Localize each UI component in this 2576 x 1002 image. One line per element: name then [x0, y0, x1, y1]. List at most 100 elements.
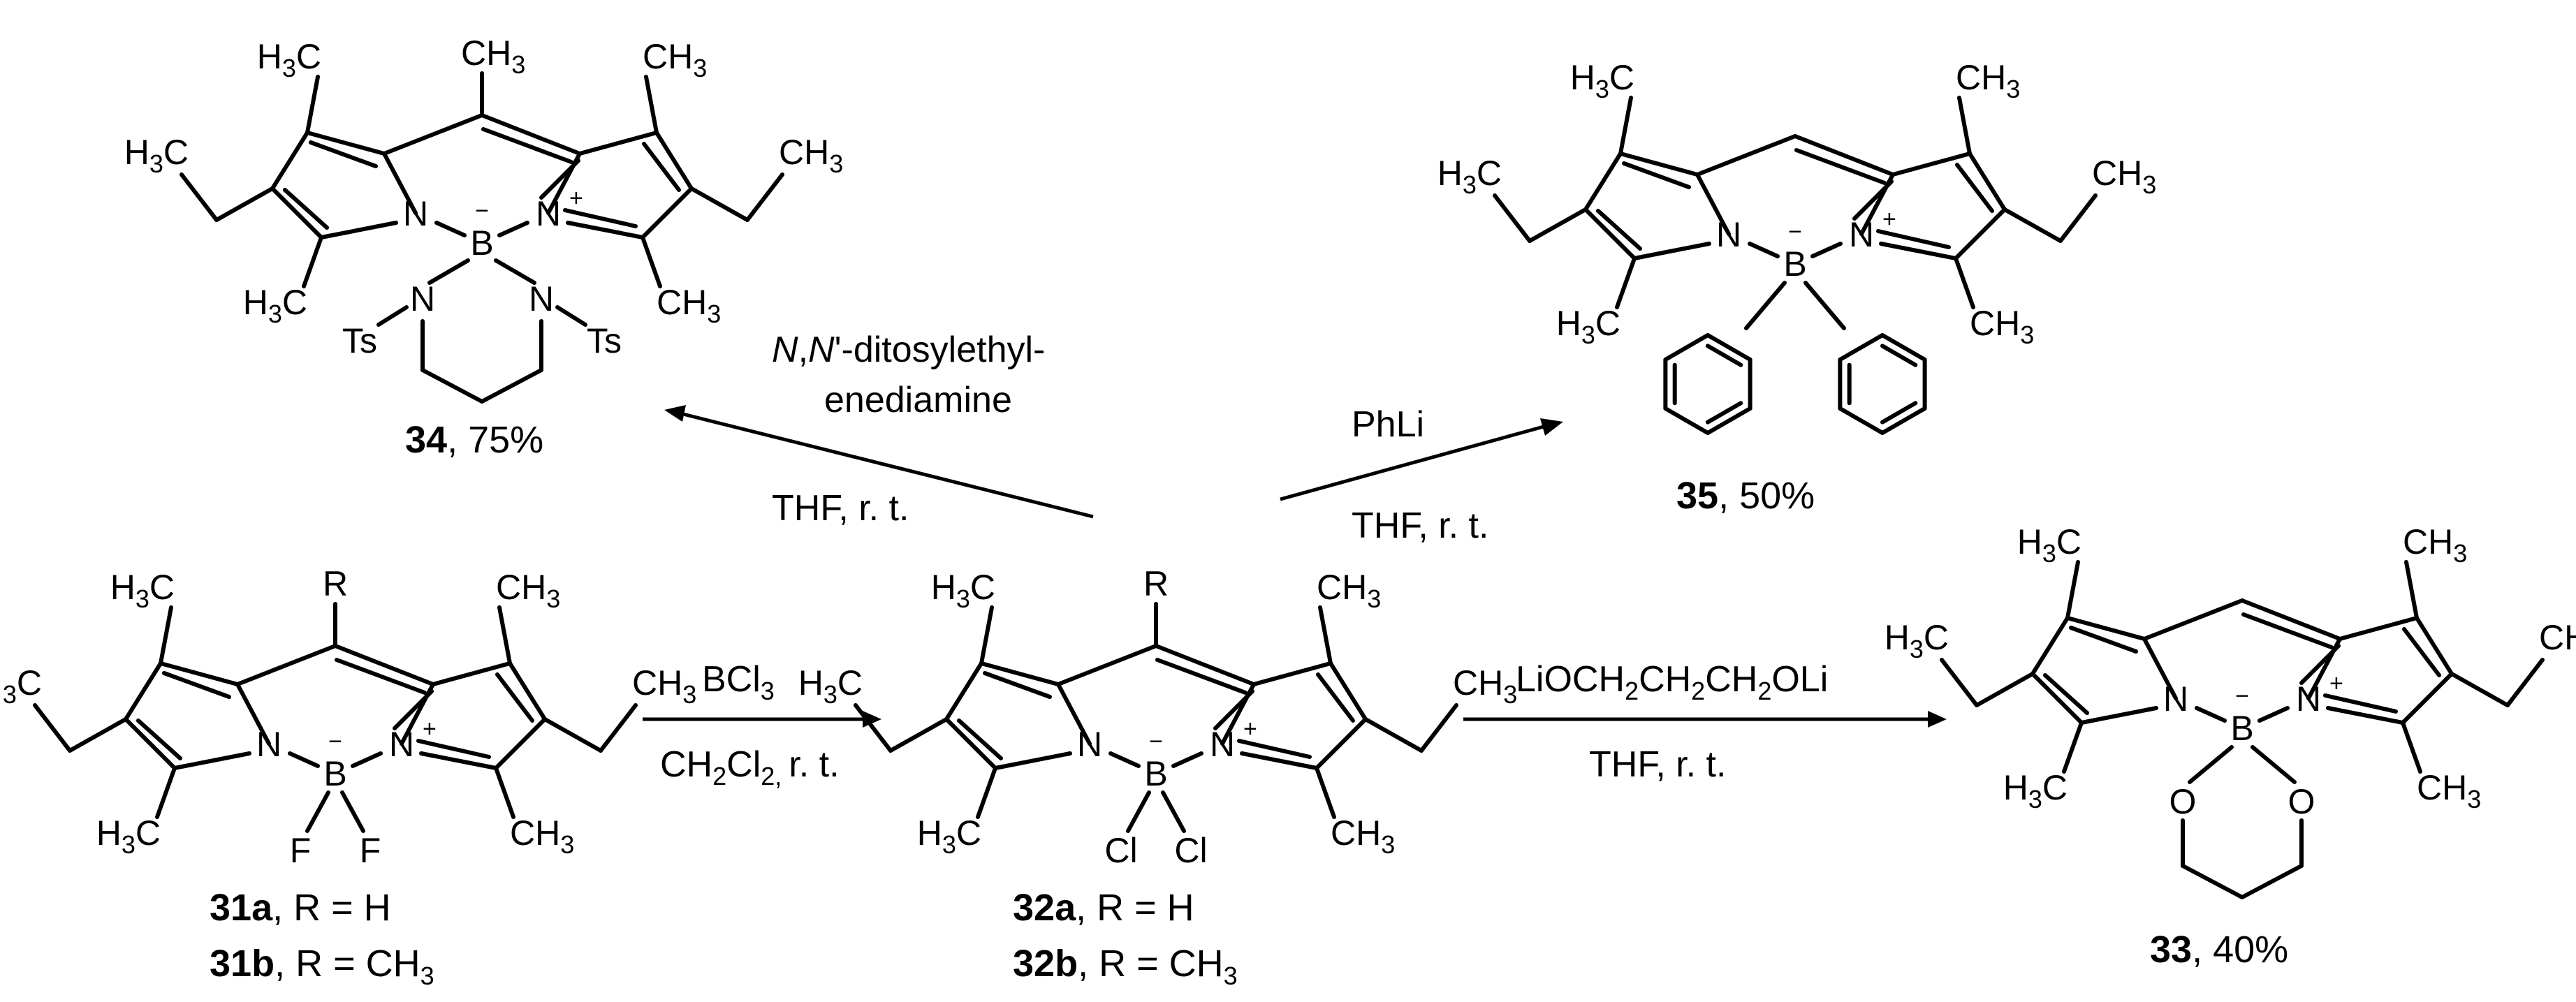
- bond-b-n: [494, 258, 536, 285]
- ethyl-ch3-right: CH3: [1453, 663, 1517, 709]
- charge-plus: +: [423, 716, 437, 742]
- bond: [1171, 751, 1203, 768]
- caption-34: 34, 75%: [405, 419, 543, 461]
- lio-reagent: LiOCH2CH2CH2OLi: [1516, 659, 1828, 705]
- bond: [1968, 152, 2007, 212]
- bond: [270, 186, 323, 240]
- double-bond: [1316, 672, 1355, 723]
- boron-substituent-right: Cl: [1174, 831, 1207, 870]
- bond-ring: [2181, 864, 2244, 899]
- bond: [508, 661, 547, 721]
- bond: [124, 717, 177, 770]
- bond: [1891, 152, 1972, 177]
- bond: [944, 717, 997, 770]
- bond-ethyl: [1975, 672, 2035, 707]
- charge-minus: −: [1788, 219, 1802, 245]
- caption-35: 35, 50%: [1676, 475, 1815, 517]
- bond: [173, 751, 251, 770]
- bond-methyl: [644, 75, 659, 135]
- arrowhead-32-to-34: [664, 405, 686, 422]
- boron-o-left: O: [2169, 782, 2197, 821]
- bond: [578, 131, 659, 156]
- bond-b-x: [305, 790, 330, 833]
- double-bond: [1213, 689, 1254, 730]
- bond-methyl: [1315, 766, 1336, 819]
- methyl-ch3-top-right: CH3: [2403, 522, 2467, 568]
- bond-methyl: [2062, 721, 2084, 774]
- bond: [497, 221, 529, 237]
- double-bond: [1155, 658, 1247, 695]
- methyl-ch3-top-right: CH3: [496, 568, 560, 613]
- bond: [1618, 152, 1699, 177]
- charge-minus: −: [2235, 683, 2249, 709]
- bond-ethyl: [1493, 193, 1532, 243]
- bond-ring: [420, 368, 484, 404]
- charge-plus: +: [2329, 670, 2343, 697]
- bond-methyl: [976, 766, 997, 819]
- bcl3-solvent: CH2Cl2, r. t.: [660, 744, 840, 790]
- ethyl-ch3-right: CH3: [2092, 154, 2156, 199]
- double-bond: [1237, 739, 1312, 759]
- bond: [2142, 637, 2178, 700]
- caption-32b: 32b, R = CH3: [1013, 943, 1238, 990]
- bond: [434, 221, 467, 237]
- bond: [480, 113, 582, 156]
- bond: [1695, 134, 1797, 177]
- bond: [270, 131, 309, 191]
- ethyl-h3c-left: H3C: [798, 663, 863, 709]
- methyl-h3c-top-left: H3C: [931, 568, 995, 613]
- bond-ethyl: [1419, 703, 1458, 753]
- aromatic-bond: [1880, 344, 1918, 367]
- charge-plus: +: [569, 185, 583, 212]
- double-bond: [2241, 612, 2334, 649]
- bond: [319, 221, 398, 240]
- bond: [1583, 207, 1637, 260]
- boron-substituent-right: F: [360, 831, 381, 870]
- tosyl-right: Ts: [587, 321, 622, 360]
- double-bond: [1596, 209, 1642, 251]
- bond: [235, 644, 337, 686]
- bond: [2195, 706, 2227, 723]
- charge-plus: +: [1882, 206, 1896, 233]
- bond: [2030, 616, 2070, 676]
- bond: [1252, 661, 1333, 686]
- bond-methyl: [2404, 560, 2419, 620]
- ethyl-h3c-left: H3C: [0, 663, 42, 709]
- bond-methyl: [159, 605, 173, 665]
- atom-n-right: N: [389, 725, 414, 764]
- bond: [2079, 706, 2158, 725]
- bond-ethyl: [854, 703, 893, 753]
- conditions-phli: PhLi THF, r. t.: [1352, 404, 1488, 546]
- double-bond: [957, 719, 1003, 760]
- bond-ethyl: [543, 717, 603, 753]
- molecule-33: NN+B−H3CCH3H3CCH3H3CCH3OO: [1885, 522, 2576, 899]
- bond: [1154, 644, 1256, 686]
- bond-methyl: [497, 605, 512, 665]
- atom-b: B: [470, 223, 493, 263]
- methyl-h3c-top-left: H3C: [110, 568, 175, 613]
- aromatic-bond: [1880, 401, 1918, 425]
- double-bond: [2402, 627, 2441, 677]
- bond: [944, 661, 983, 721]
- bond: [2240, 598, 2342, 641]
- bond: [1056, 682, 1092, 746]
- methyl-ch3-bottom-right: CH3: [657, 283, 721, 328]
- bond: [1954, 207, 2007, 260]
- bond: [1748, 242, 1780, 258]
- bond: [305, 131, 386, 156]
- bond-ring: [480, 368, 543, 404]
- conditions-lioch2: LiOCH2CH2CH2OLi THF, r. t.: [1516, 659, 1828, 785]
- methyl-h3c-top-left: H3C: [257, 37, 321, 82]
- bond: [641, 186, 694, 240]
- double-bond-n: [2326, 706, 2405, 725]
- methyl-ch3-top-right: CH3: [1956, 58, 2020, 103]
- boron-substituent-left: Cl: [1104, 831, 1137, 870]
- compound-captions: 31a, R = H 31b, R = CH3 32a, R = H 32b, …: [210, 419, 2288, 990]
- atom-n-left: N: [256, 725, 281, 764]
- bond-methyl: [2065, 560, 2080, 620]
- atom-n-left: N: [1716, 215, 1741, 254]
- charge-minus: −: [1149, 728, 1163, 755]
- bond-methyl: [494, 766, 515, 819]
